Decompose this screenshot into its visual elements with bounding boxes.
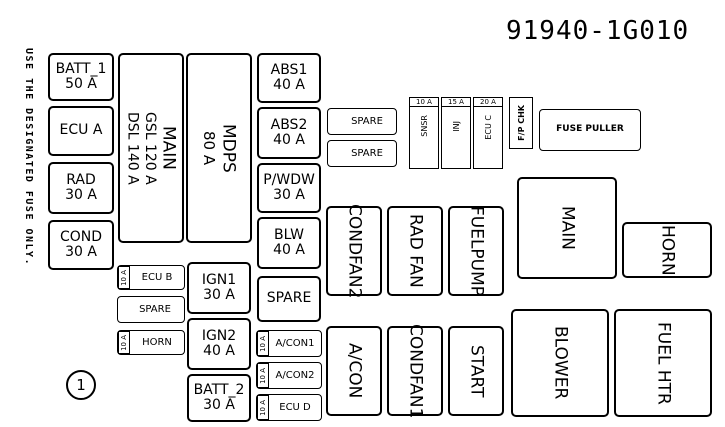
relay-label: A/CON [344,343,365,399]
fuse-name: ABS2 [270,116,308,133]
relay-label: HORN [657,224,678,276]
fuse-mdps: MDPS 80 A [186,53,252,243]
amp-tag: 10 A [257,363,269,388]
relay-label: RAD FAN [405,214,426,288]
fuse-cond: COND 30 A [48,220,114,270]
fuse-name: INJ [451,121,461,132]
relay-label: FUEL HTR [653,321,674,405]
fuse-name: RAD [66,171,96,188]
fuse-name: BLW [274,226,304,243]
fuse-rating: 80 A [199,130,218,166]
relay-label: BLOWER [550,326,571,400]
amp-tag: 10 A [118,266,130,289]
fuse-dsl: DSL 140 A [124,111,141,185]
fuse-ecuc: 20 A ECU C [473,97,503,169]
amp-tag: 10 A [257,395,269,420]
fuse-rating: 10 A [410,98,438,107]
fuse-name: MDPS [218,123,239,173]
relay-label: CONDFAN2 [344,203,365,299]
relay-acon: A/CON [326,326,382,416]
fuse-name: SPARE [266,290,312,307]
amp-tag: 10 A [118,331,130,354]
fuse-name: SPARE [351,148,383,159]
fuse-rating: 40 A [273,242,305,258]
fuse-rating: 20 A [474,98,502,107]
fuse-spare-top2: SPARE [327,140,397,167]
fuse-name: FUSE PULLER [556,124,624,135]
part-number: 91940-1G010 [506,16,690,46]
fuse-gsl: GSL 120 A [142,111,159,185]
fuse-snsr: 10 A SNSR [409,97,439,169]
fuse-spare-mid: SPARE [257,276,321,322]
relay-label: START [466,344,487,398]
relay-condfan1: CONDFAN1 [387,323,443,419]
fuse-name: SNSR [419,115,429,137]
fuse-rating: 40 A [273,77,305,93]
relay-label: CONDFAN1 [405,323,426,419]
relay-blower: BLOWER [511,309,609,417]
fuse-name: A/CON1 [275,338,315,349]
relay-condfan2: CONDFAN2 [326,203,382,299]
fuse-rating: 30 A [65,187,97,203]
fuse-name: HORN [142,337,172,348]
fuse-rating: 30 A [65,244,97,260]
relay-main: MAIN [517,177,617,279]
fuse-pwdw: P/WDW 30 A [257,163,321,213]
fuse-name: BATT_2 [193,381,245,398]
fuse-rating: 40 A [203,343,235,359]
fuse-name: BATT_1 [55,60,107,77]
fuse-name: SPARE [139,304,171,315]
fuse-name: ECU A [59,122,103,139]
fuse-rating: 30 A [273,187,305,203]
fuse-ign2: IGN2 40 A [187,318,251,370]
fuse-puller: FUSE PULLER [539,109,641,151]
fuse-blw: BLW 40 A [257,217,321,269]
fuse-name: ECU C [483,115,493,140]
fuse-inj: 15 A INJ [441,97,471,169]
fuse-name: ECU B [141,272,173,283]
relay-fuelhtr: FUEL HTR [614,309,712,417]
fuse-rating: 30 A [203,397,235,413]
relay-radfan: RAD FAN [387,206,443,296]
side-note: USE THE DESIGNATED FUSE ONLY. [23,48,34,267]
fuse-name: ECU D [279,402,311,413]
fuse-name: COND [59,228,103,245]
relay-label: FUELPUMP [466,205,487,297]
fuse-spare-top1: SPARE [327,108,397,135]
relay-horn: HORN [622,222,712,278]
fuse-batt1: BATT_1 50 A [48,53,114,101]
relay-start: START [448,326,504,416]
fuse-name: IGN2 [201,327,237,344]
relay-label: MAIN [557,205,578,251]
amp-tag: 10 A [257,331,269,356]
fuse-name: IGN1 [201,271,237,288]
fuse-name: A/CON2 [275,370,315,381]
fuse-rating: 50 A [65,76,97,92]
fuse-rad: RAD 30 A [48,162,114,214]
fuse-name: P/WDW [263,171,315,188]
fuse-abs2: ABS2 40 A [257,107,321,159]
fuse-abs1: ABS1 40 A [257,53,321,103]
fuse-batt2: BATT_2 30 A [187,374,251,422]
fuse-ecua: ECU A [48,106,114,156]
fuse-rating: 15 A [442,98,470,107]
fuse-ign1: IGN1 30 A [187,262,251,314]
relay-fuelpump: FUELPUMP [448,206,504,296]
fuse-fp-chk: F/P CHK [509,97,533,149]
fuse-rating: 30 A [203,287,235,303]
position-marker: 1 [66,370,96,400]
fuse-main: MAIN GSL 120 A DSL 140 A [118,53,184,243]
fuse-name: SPARE [351,116,383,127]
fuse-name: ABS1 [270,61,308,78]
fuse-spare-small: SPARE [117,296,185,323]
fuse-name: F/P CHK [516,105,526,141]
fuse-rating: 40 A [273,132,305,148]
fuse-name: MAIN [158,125,179,170]
